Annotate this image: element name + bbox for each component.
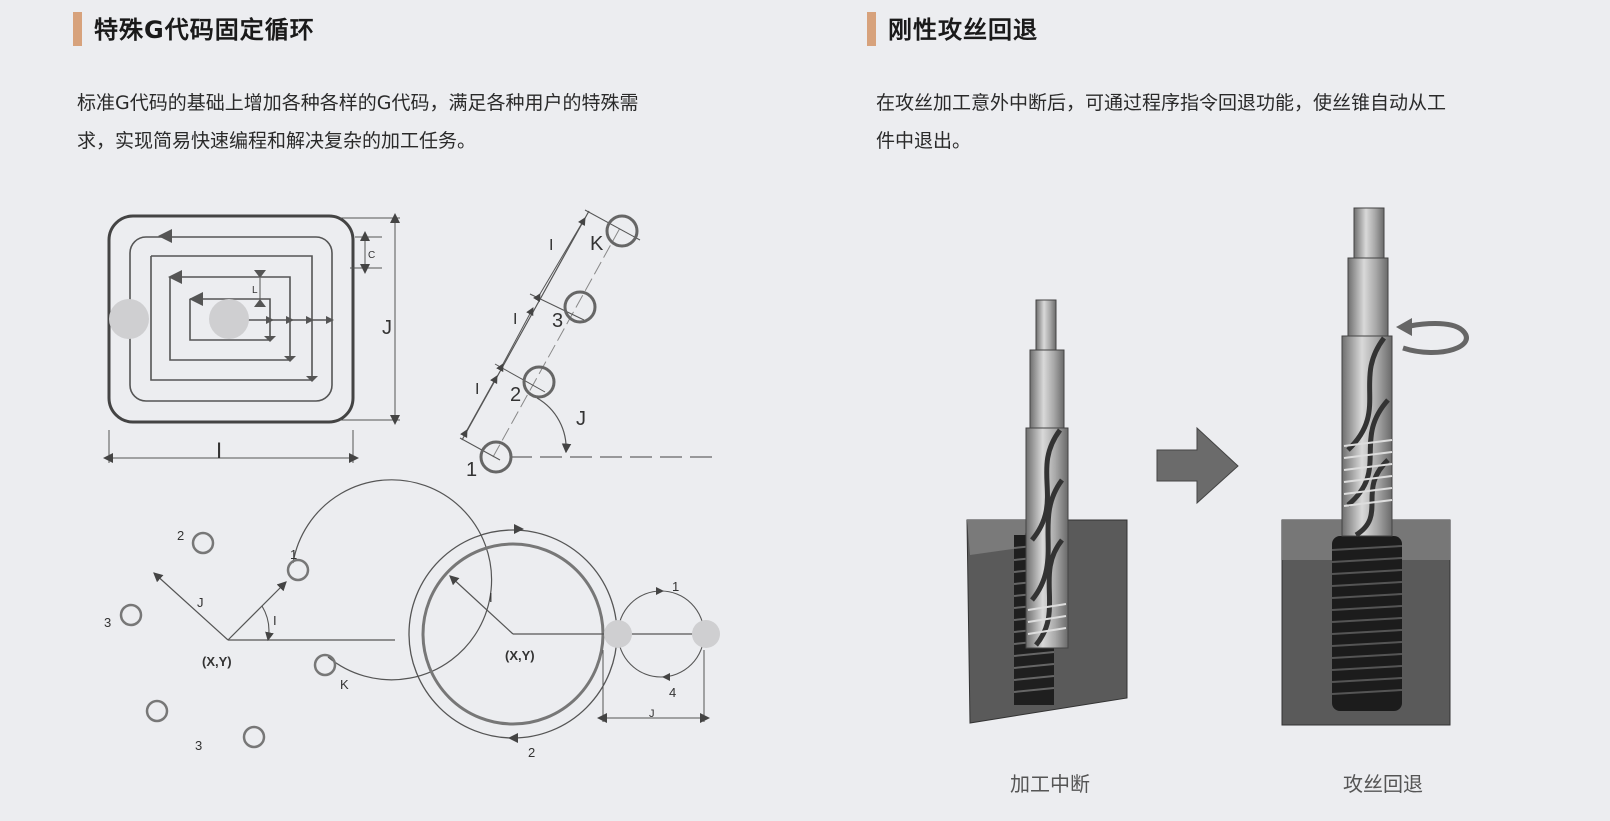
title-accent-bar — [867, 12, 876, 46]
bolt-circle-diagram — [119, 479, 493, 749]
pocket-label-i: I — [216, 438, 222, 463]
bolt-point-1: 1 — [290, 547, 297, 562]
rotation-arrow-icon — [1396, 318, 1469, 356]
line-label-i: I — [549, 237, 553, 254]
left-section: 特殊G代码固定循环 标准G代码的基础上增加各种各样的G代码，满足各种用户的特殊需… — [0, 0, 800, 821]
section-title: 特殊G代码固定循环 — [94, 16, 315, 44]
line-point-3: 3 — [552, 310, 563, 332]
circle-point-1: 1 — [672, 579, 679, 594]
bolt-label-k: K — [340, 677, 349, 692]
circle-point-4: 4 — [669, 685, 676, 700]
pocket-diagram — [103, 213, 400, 463]
tapping-illustration — [966, 207, 1469, 726]
line-label-k: K — [590, 233, 604, 255]
direction-arrow-icon — [1156, 426, 1239, 505]
right-section: 刚性攻丝回退 在攻丝加工意外中断后，可通过程序指令回退功能，使丝锥自动从工 件中… — [800, 0, 1610, 821]
bolt-point-2: 2 — [177, 528, 184, 543]
caption-interrupted: 加工中断 — [1010, 772, 1090, 796]
line-label-i: I — [475, 381, 479, 398]
circle-label-i: I — [489, 590, 493, 605]
circle-label-j: J — [649, 708, 655, 720]
bolt-point-3: 3 — [104, 615, 111, 630]
circle-point-2: 2 — [528, 745, 535, 760]
pocket-label-c: C — [368, 250, 375, 261]
title-accent-bar — [73, 12, 82, 46]
bolt-center-label: (X,Y) — [202, 654, 232, 669]
description-line: 在攻丝加工意外中断后，可通过程序指令回退功能，使丝锥自动从工 — [876, 92, 1447, 114]
line-label-j: J — [576, 408, 586, 430]
circle-cut-diagram — [408, 524, 720, 743]
bolt-label-j: J — [197, 595, 204, 610]
section-description: 标准G代码的基础上增加各种各样的G代码，满足各种用户的特殊需 求，实现简易快速编… — [77, 84, 638, 160]
bolt-arc-3: 3 — [195, 738, 202, 753]
caption-retract: 攻丝回退 — [1343, 772, 1423, 796]
retract-tap-image — [1281, 207, 1451, 726]
pocket-label-j: J — [382, 317, 392, 339]
pocket-label-l: L — [252, 285, 258, 296]
section-title: 刚性攻丝回退 — [888, 16, 1038, 44]
description-line: 标准G代码的基础上增加各种各样的G代码，满足各种用户的特殊需 — [77, 92, 639, 114]
interrupted-tap-image — [966, 299, 1128, 724]
line-angle-diagram — [459, 209, 720, 474]
section-description: 在攻丝加工意外中断后，可通过程序指令回退功能，使丝锥自动从工 件中退出。 — [876, 84, 1446, 160]
circle-center-label: (X,Y) — [505, 648, 535, 663]
line-point-2: 2 — [510, 384, 521, 406]
line-label-i: I — [513, 311, 517, 328]
g-code-cycle-diagrams: I J C L I I I K J 1 2 3 — [103, 209, 720, 760]
line-point-1: 1 — [466, 459, 477, 481]
bolt-label-i: I — [273, 613, 277, 628]
description-line: 求，实现简易快速编程和解决复杂的加工任务。 — [77, 130, 477, 152]
description-line: 件中退出。 — [876, 130, 972, 152]
